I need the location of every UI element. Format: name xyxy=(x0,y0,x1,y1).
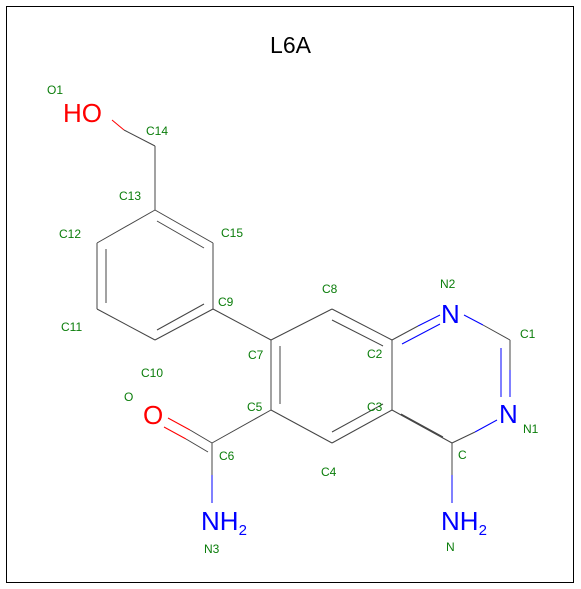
bond-o1-c14-b xyxy=(123,129,156,147)
atom-name-c6: C6 xyxy=(219,449,235,463)
atom-name-c5: C5 xyxy=(247,400,263,414)
atom-name-c13: C13 xyxy=(119,189,141,203)
atom-name-c1: C1 xyxy=(520,327,536,341)
ring-nitrogen-right-label: N xyxy=(499,399,518,429)
atom-name-c15: C15 xyxy=(221,226,243,240)
bond-c9-c7 xyxy=(212,308,272,341)
bond-c6-o-double-b xyxy=(163,426,187,440)
atom-name-c2: C2 xyxy=(367,347,383,361)
bond-c-c3 xyxy=(391,409,453,444)
bond-c12-c13 xyxy=(96,209,156,244)
atom-name-c4: C4 xyxy=(321,465,337,479)
ring-nitrogen-top-label: N xyxy=(441,299,460,329)
bond-c8-c2 xyxy=(331,308,393,341)
bond-c10-c11 xyxy=(96,308,156,341)
atom-name-labels: O1 C14 C13 C12 C15 C9 C11 C10 C7 C8 N2 C… xyxy=(47,83,539,556)
bond-n2-c1 xyxy=(463,314,484,326)
amide-nh2-label: NH2 xyxy=(201,506,247,539)
diagram-frame xyxy=(6,6,574,583)
bond-c4-c5 xyxy=(270,409,333,444)
bond-c9-c10 xyxy=(154,308,214,341)
bond-n1-c-b xyxy=(451,431,476,444)
bond-c13-c15-inner xyxy=(156,220,205,249)
bond-c7-c8 xyxy=(270,308,333,341)
atom-name-c10: C10 xyxy=(141,366,163,380)
atom-name-c7: C7 xyxy=(248,348,264,362)
bond-c5-c6 xyxy=(211,409,272,444)
bond-c3-c4-inner xyxy=(331,403,384,433)
bond-c2-n2 xyxy=(391,325,419,341)
atom-name-n3: N3 xyxy=(204,542,220,556)
bond-c9-c10-inner xyxy=(156,303,205,331)
atom-name-o1: O1 xyxy=(47,83,63,97)
molecule-title: L6A xyxy=(270,32,311,58)
bond-n1-c xyxy=(474,419,498,433)
amine-nh2-label: NH2 xyxy=(441,506,487,539)
atom-name-c12: C12 xyxy=(59,227,81,241)
atom-name-n2: N2 xyxy=(440,277,456,291)
bond-c6-o xyxy=(189,429,213,444)
bond-c6-o-double xyxy=(185,438,209,453)
atom-name-n1: N1 xyxy=(523,422,539,436)
bond-c-c3-inner xyxy=(400,413,444,438)
atom-name-c8: C8 xyxy=(322,282,338,296)
hydroxyl-label: HO xyxy=(63,98,102,128)
atom-name-o: O xyxy=(124,390,133,404)
atom-name-c3: C3 xyxy=(367,400,383,414)
bond-o1-c14 xyxy=(111,119,125,131)
atom-name-n: N xyxy=(446,540,455,554)
carbonyl-oxygen-label: O xyxy=(143,400,163,430)
atom-name-c11: C11 xyxy=(61,320,82,334)
bond-n2-c1-b xyxy=(482,324,511,341)
bond-c3-c4 xyxy=(331,409,393,444)
bond-c13-c15 xyxy=(154,209,214,244)
bond-c2-n2-b xyxy=(417,314,441,327)
atom-name-c: C xyxy=(458,448,467,462)
bond-c8-c2-inner xyxy=(331,319,384,347)
atom-name-c14: C14 xyxy=(146,124,168,138)
bond-c6-o-b xyxy=(167,417,191,431)
bond-c2-n2-inner xyxy=(401,323,441,345)
atom-name-c9: C9 xyxy=(218,295,234,309)
bonds xyxy=(96,119,511,503)
element-symbols: HO O N N NH2 NH2 xyxy=(63,98,518,539)
